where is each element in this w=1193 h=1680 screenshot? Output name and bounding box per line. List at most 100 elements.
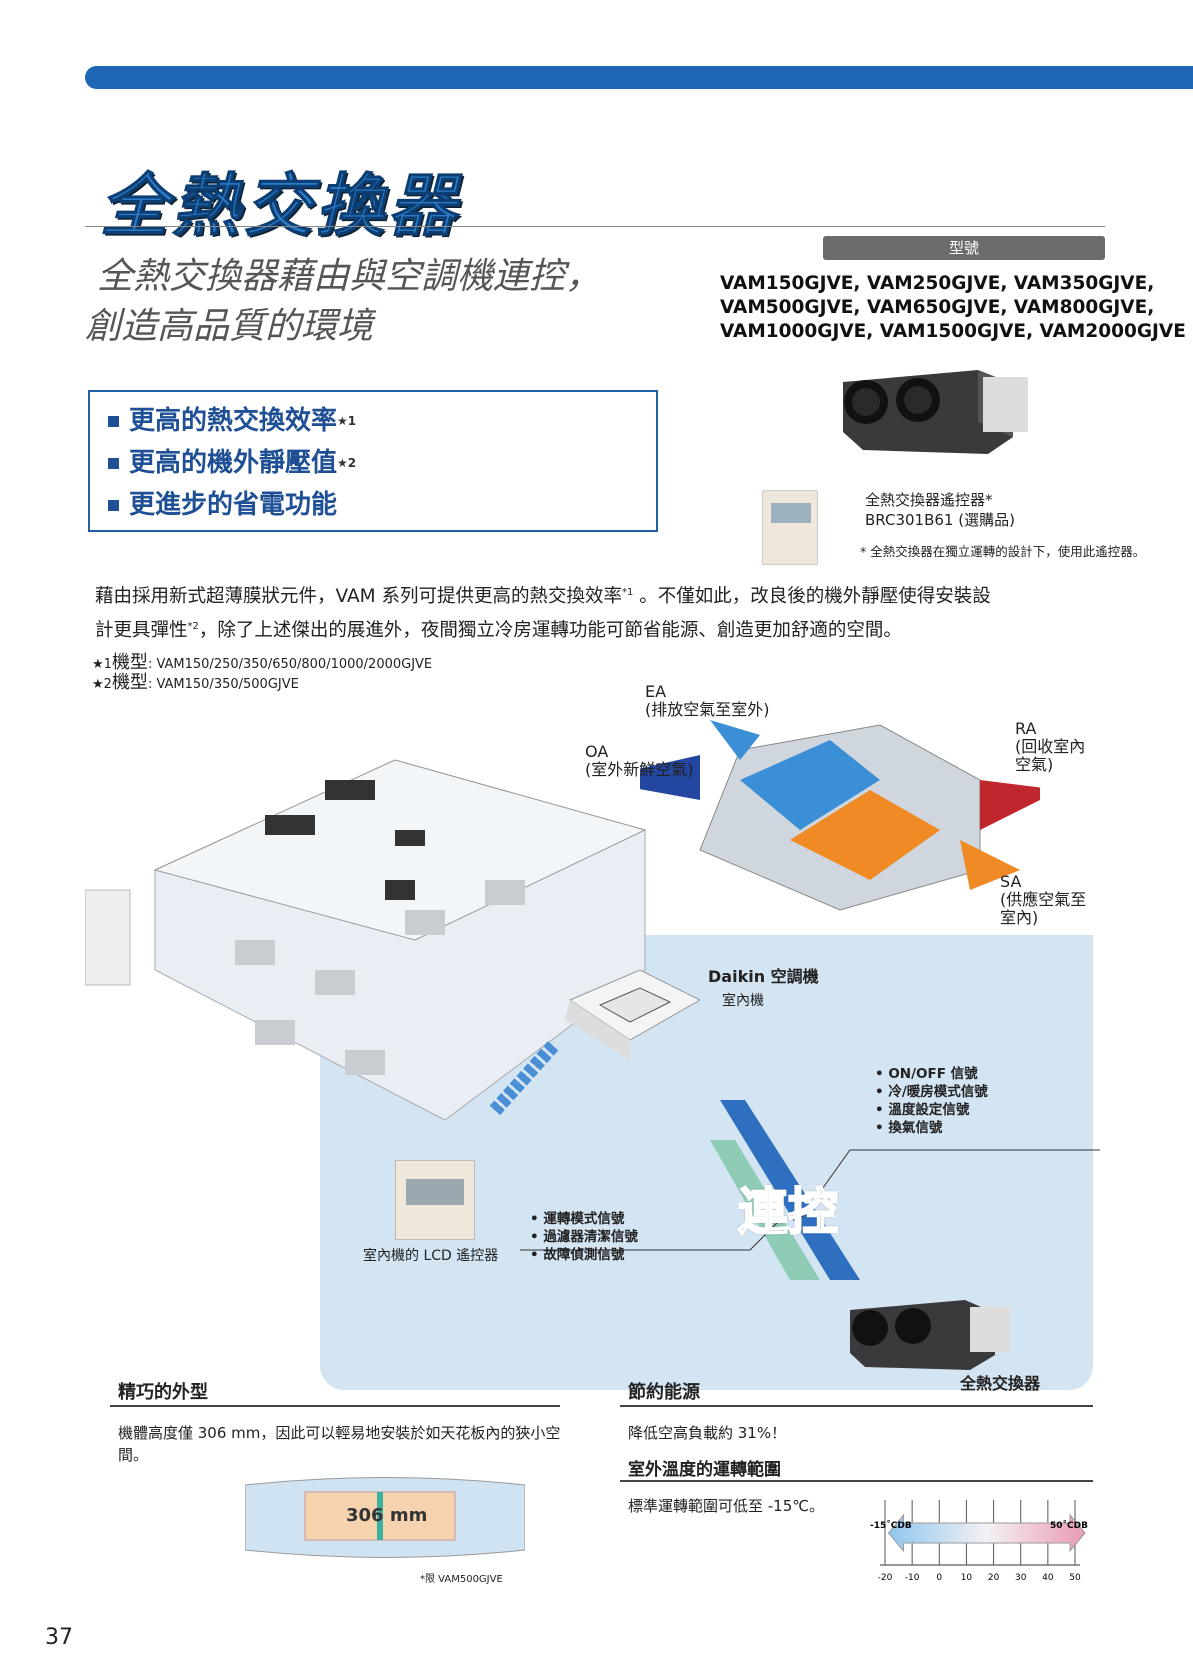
label-oa: OA(室外新鮮空氣) — [585, 743, 694, 779]
dimension-note: *限 VAM500GJVE — [420, 1574, 503, 1585]
bullet-square-icon — [108, 499, 119, 511]
footnote-mark: *2 — [187, 621, 199, 633]
intro-text: 計更具彈性 — [95, 620, 188, 642]
dimension-diagram — [245, 1477, 525, 1558]
sa-desc: 室內) — [1000, 908, 1039, 927]
tick-label: 20 — [988, 1573, 1000, 1583]
lcd-remote-image — [395, 1160, 475, 1240]
footnote: ★1機型: VAM150/250/350/650/800/1000/2000GJ… — [92, 648, 432, 674]
label-sa: SA(供應空氣至室內) — [1000, 873, 1086, 927]
sa-code: SA — [1000, 872, 1022, 891]
link-arrows — [520, 1100, 1100, 1280]
model-list: VAM150GJVE, VAM250GJVE, VAM350GJVE, VAM5… — [720, 272, 1186, 344]
energy-text: 降低空高負載約 31%！ — [628, 1424, 787, 1442]
signal-item: • 冷/暖房模式信號 — [875, 1084, 988, 1100]
section-divider — [620, 1405, 1093, 1407]
ra-desc: 空氣) — [1015, 755, 1054, 774]
title-divider — [85, 226, 1105, 227]
remote-label: 全熱交換器遙控器* BRC301B61 (選購品) — [865, 490, 1015, 530]
ea-code: EA — [645, 682, 667, 701]
sa-desc: (供應空氣至 — [1000, 890, 1087, 909]
model-line: VAM1000GJVE, VAM1500GJVE, VAM2000GJVE — [720, 321, 1186, 342]
oa-desc: (室外新鮮空氣) — [585, 760, 694, 779]
ac-subtitle: 室內機 — [722, 993, 764, 1009]
footnote-mark: ★1 — [337, 414, 357, 428]
model-line: VAM500GJVE, VAM650GJVE, VAM800GJVE, — [720, 297, 1155, 318]
ac-title: Daikin 空調機 — [708, 967, 819, 986]
remote-model: BRC301B61 (選購品) — [865, 511, 1015, 529]
footnote: ★2機型: VAM150/350/500GJVE — [92, 668, 299, 694]
page-number: 37 — [45, 1625, 73, 1650]
max-label: 50˚CDB — [1050, 1520, 1088, 1531]
hrv-label: 全熱交換器 — [960, 1374, 1041, 1393]
ra-code: RA — [1015, 719, 1037, 738]
tick-label: 30 — [1015, 1573, 1027, 1583]
footnote-mark: *1 — [621, 587, 634, 598]
feature-text: 更高的熱交換效率 — [129, 406, 338, 436]
footnote-text: : VAM150/350/500GJVE — [147, 677, 299, 692]
label-ra: RA(回收室內空氣) — [1015, 720, 1085, 774]
intro-text: 藉由採用新式超薄膜狀元件，VAM 系列可提供更高的熱交換效率 — [95, 586, 622, 608]
model-line: VAM150GJVE, VAM250GJVE, VAM350GJVE, — [720, 273, 1155, 294]
page-title: 全熱交換器 — [99, 167, 461, 247]
tick-label: 10 — [961, 1573, 973, 1583]
link-control-label: 連控 — [737, 1182, 839, 1242]
signals-left: • 運轉模式信號 • 過濾器清潔信號 • 故障偵測信號 — [530, 1210, 638, 1264]
exchanger-airflow-illustration — [640, 720, 1040, 911]
footnote-label: 機型 — [111, 672, 148, 693]
min-label: -15˚CDB — [870, 1520, 912, 1531]
oa-code: OA — [585, 742, 609, 761]
range-arrow — [887, 1513, 1086, 1553]
ea-desc: (排放空氣至室外) — [645, 700, 770, 719]
signal-item: • 過濾器清潔信號 — [530, 1229, 638, 1245]
footnote-mark: ★2 — [92, 677, 112, 692]
tick-label: -10 — [905, 1573, 920, 1583]
energy-heading: 節約能源 — [628, 1382, 700, 1403]
signal-item: • 運轉模式信號 — [530, 1211, 625, 1227]
compact-heading: 精巧的外型 — [118, 1382, 208, 1403]
subtitle-line: 創造高品質的環境 — [85, 306, 374, 347]
dimension-label: 306 mm — [346, 1505, 428, 1526]
feature-text: 更高的機外靜壓值 — [129, 448, 338, 478]
header-bar — [85, 66, 1193, 89]
signal-item: • 換氣信號 — [875, 1120, 943, 1136]
footnote-mark: ★2 — [337, 456, 357, 470]
temperature-range-chart: -20 -10 0 10 20 30 40 50 -15˚CDB 50˚CDB — [870, 1500, 1088, 1583]
section-divider — [620, 1480, 1093, 1482]
feature-item: 更高的機外靜壓值★2 — [108, 442, 638, 484]
footnote-mark: ★1 — [92, 657, 112, 672]
footnote-text: : VAM150/250/350/650/800/1000/2000GJVE — [147, 657, 433, 672]
heat-exchanger-unit-image — [843, 370, 1028, 454]
feature-item: 更進步的省電功能 — [108, 484, 638, 526]
intro-text: 。不僅如此，改良後的機外靜壓使得安裝設 — [633, 586, 991, 608]
remote-note: * 全熱交換器在獨立運轉的設計下，使用此遙控器。 — [860, 544, 1146, 559]
heat-exchanger-unit-image — [850, 1300, 1010, 1370]
tick-label: -20 — [878, 1573, 893, 1583]
section-divider — [110, 1405, 560, 1407]
bullet-square-icon — [108, 415, 119, 427]
feature-text: 更進步的省電功能 — [129, 490, 338, 520]
feature-box: 更高的熱交換效率★1 更高的機外靜壓值★2 更進步的省電功能 — [88, 390, 658, 532]
cassette-ac-image — [565, 969, 700, 1060]
lcd-remote-label: 室內機的 LCD 遙控器 — [363, 1248, 499, 1264]
range-text: 標準運轉範圍可低至 -15℃。 — [628, 1497, 825, 1515]
tick-label: 0 — [936, 1573, 942, 1583]
footnote-label: 機型 — [111, 652, 148, 673]
tick-label: 40 — [1042, 1573, 1054, 1583]
subtitle: 全熱交換器藉由與空調機連控， 創造高品質的環境 — [85, 252, 601, 352]
ra-desc: (回收室內 — [1015, 737, 1086, 756]
signal-item: • 故障偵測信號 — [530, 1247, 625, 1263]
signal-item: • ON/OFF 信號 — [875, 1066, 978, 1082]
intro-paragraph: 藉由採用新式超薄膜狀元件，VAM 系列可提供更高的熱交換效率*1 。不僅如此，改… — [95, 578, 1095, 646]
building-illustration — [85, 759, 647, 1121]
signal-item: • 溫度設定信號 — [875, 1102, 970, 1118]
intro-text: ，除了上述傑出的展進外，夜間獨立冷房運轉功能可節省能源、創造更加舒適的空間。 — [198, 620, 902, 642]
label-ea: EA(排放空氣至室外) — [645, 683, 770, 719]
signals-right: • ON/OFF 信號 • 冷/暖房模式信號 • 溫度設定信號 • 換氣信號 — [875, 1065, 988, 1137]
compact-text: 機體高度僅 306 mm，因此可以輕易地安裝於如天花板內的狹小空間。 — [118, 1424, 561, 1464]
model-tag: 型號 — [823, 236, 1105, 260]
tick-label: 50 — [1069, 1573, 1081, 1583]
remote-controller-image — [762, 490, 818, 565]
bullet-square-icon — [108, 457, 119, 469]
remote-name: 全熱交換器遙控器* — [865, 491, 993, 509]
